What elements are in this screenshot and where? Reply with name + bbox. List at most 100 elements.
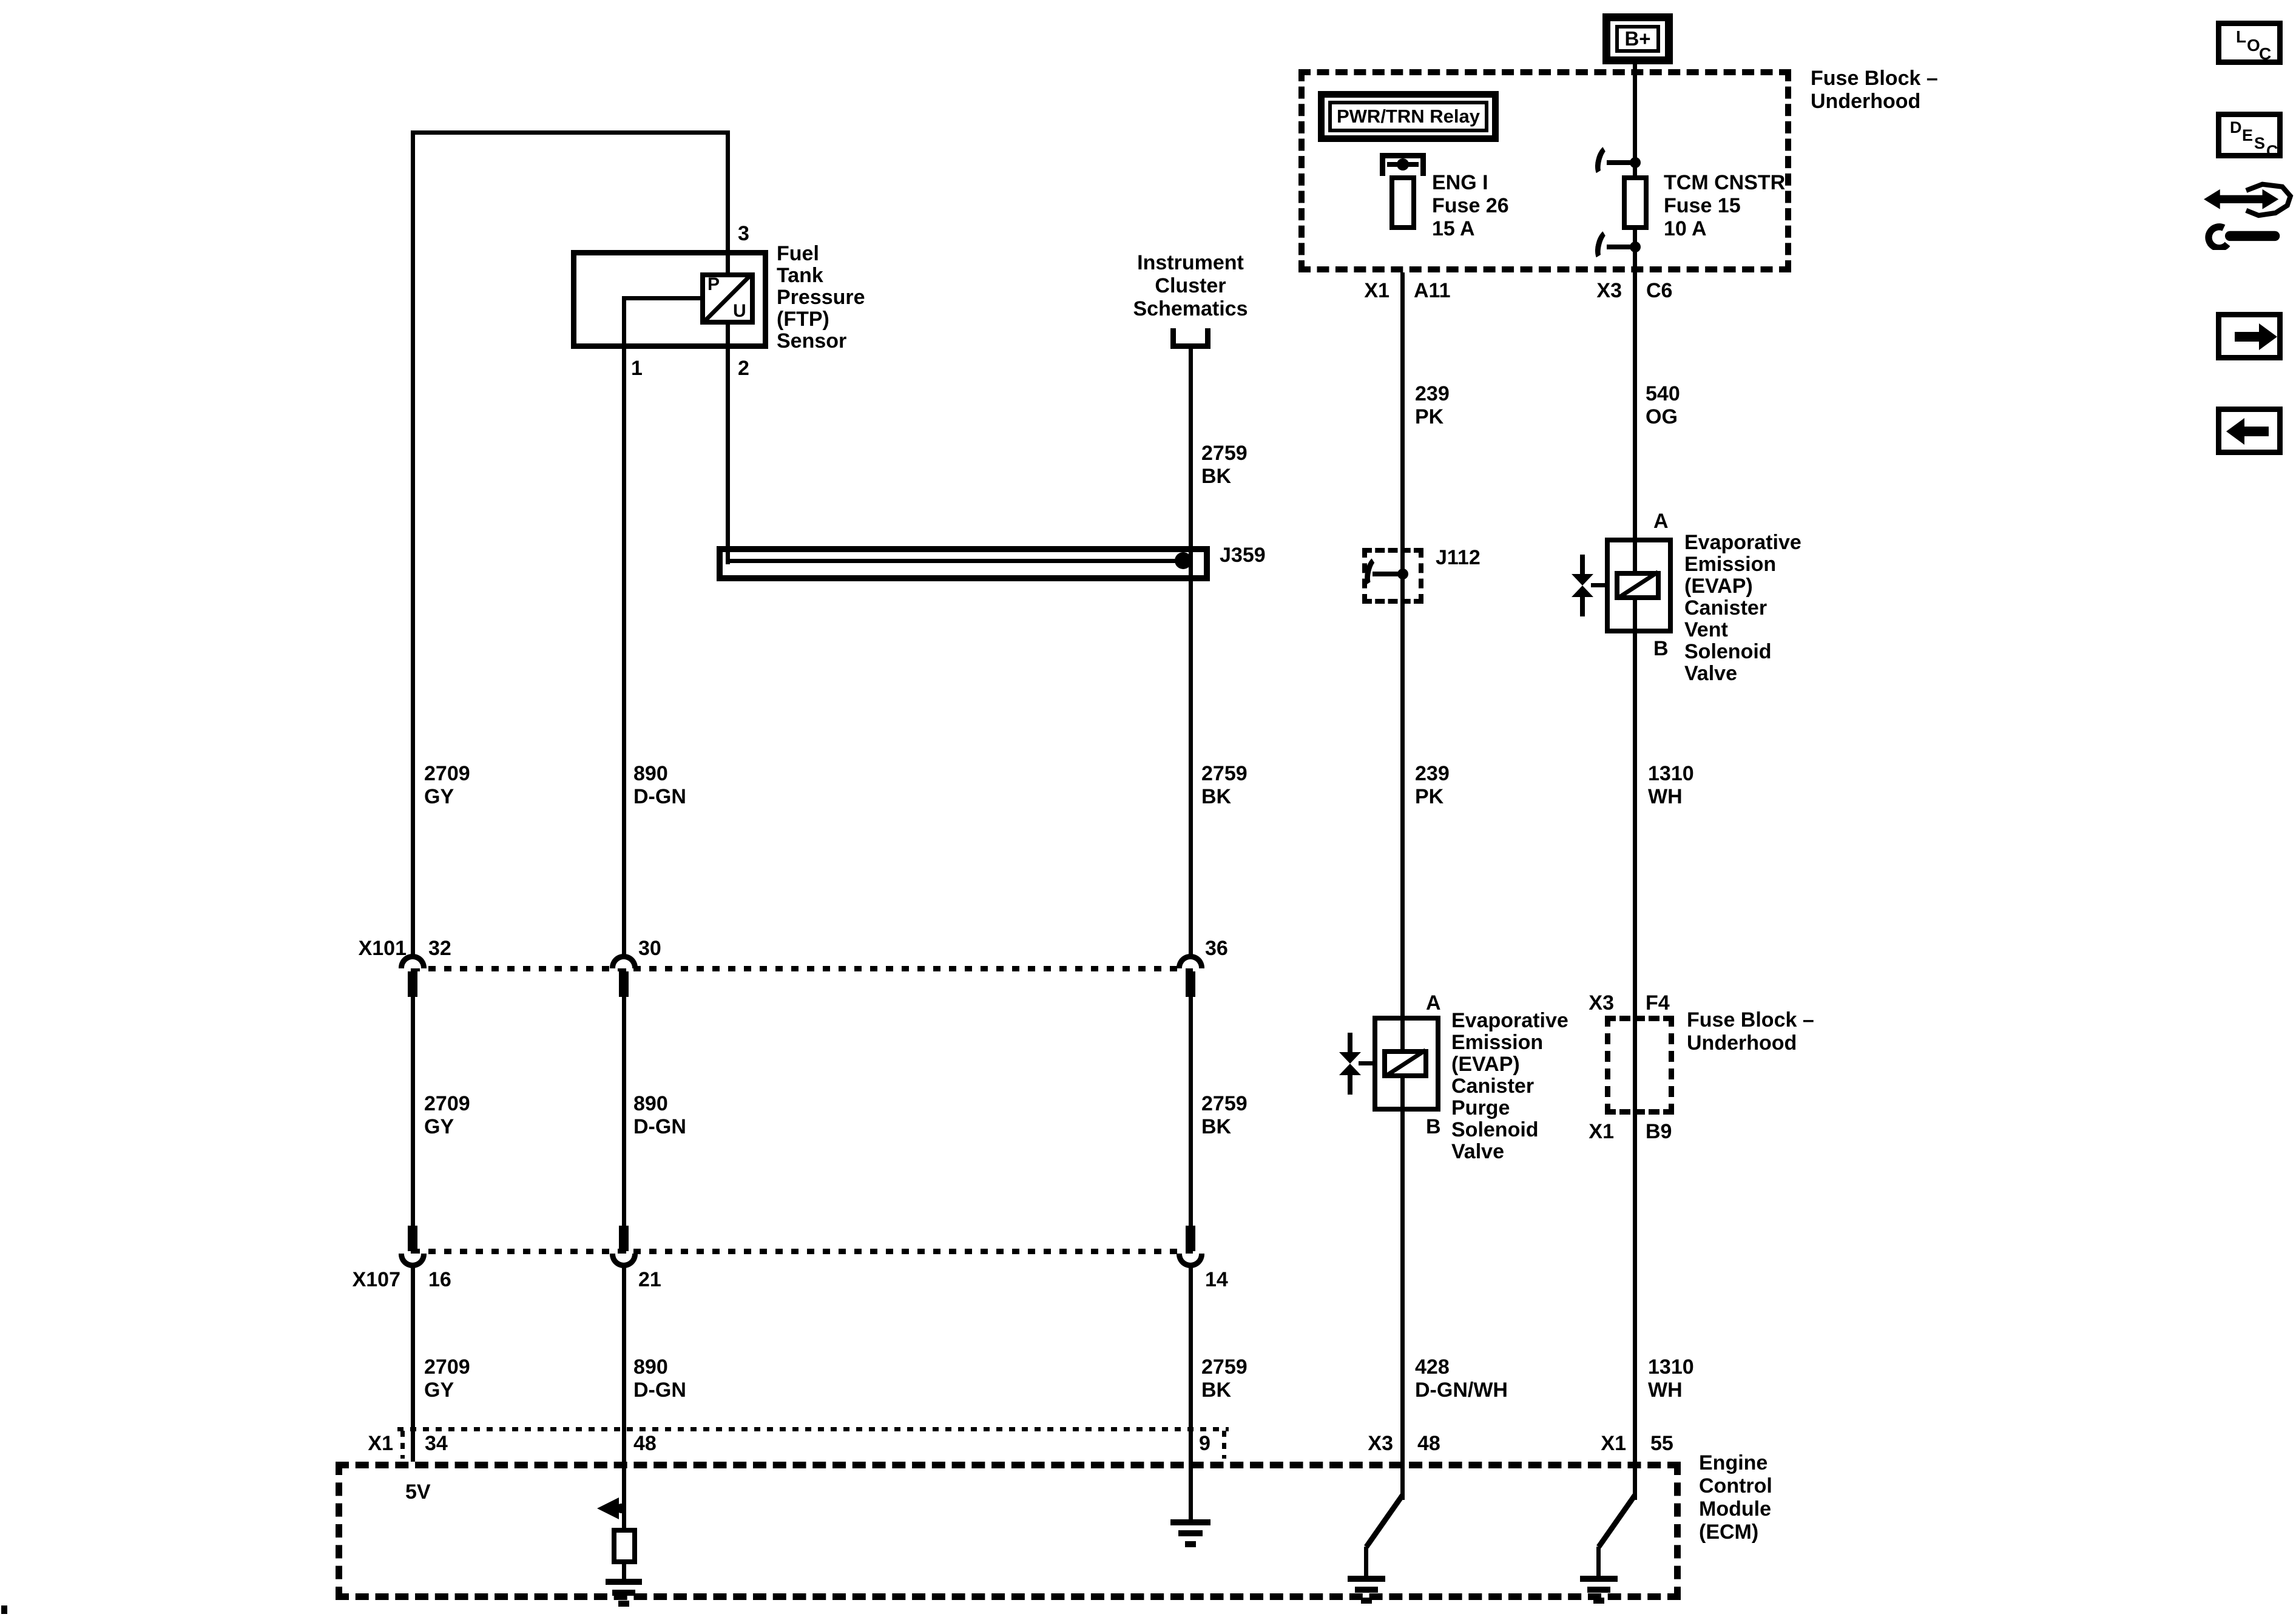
loc-letter: L [2236,27,2247,46]
purge-valve-box [1373,1016,1440,1112]
tools-hand-icon [2204,181,2294,252]
eng-i-fuse-label: ENG I Fuse 26 15 A [1432,171,1509,240]
fuse-block-top-title: Fuse Block – Underhood [1811,67,1938,113]
purge-valve-symbol [1339,1052,1361,1064]
vent-valve-pin-a: A [1653,510,1669,533]
desc-button[interactable]: D E S C [2216,112,2283,160]
ground-symbol [1587,1587,1610,1593]
ecm-signal-arrow [597,1497,619,1519]
loc-button[interactable]: L O C [2216,21,2283,65]
ecm-5v-reference: 5V [405,1480,431,1504]
pin-c6: C6 [1646,279,1673,302]
tools-hand-button[interactable] [2203,180,2296,252]
wire-j359-inner [726,559,1193,563]
wire-890-dgn [622,298,626,1531]
ftp-symbol-p: P [707,274,720,294]
ecm-signal-arrow-dot [616,1504,626,1513]
x107-stub [1186,1226,1195,1251]
x107-connector-line [413,1249,1195,1254]
ground-symbol [1361,1598,1372,1604]
vent-valve-stub [1580,596,1585,616]
relay-terminal-dot [1397,158,1409,170]
wire-label-1310-wh: 1310 WH [1648,762,1694,808]
desc-letter: S [2254,134,2266,152]
ecm-pin-x1: X1 [368,1432,393,1455]
back-button[interactable] [2216,407,2283,455]
tcm-clip-bar [1607,160,1638,165]
j112-bar [1373,572,1405,576]
ecm-resistor-lead [622,1564,626,1579]
next-button[interactable] [2216,312,2283,360]
wire-ftp-pin2 [726,323,730,564]
pin-a11: A11 [1414,279,1451,302]
ground-symbol [1593,1598,1604,1604]
j359-splice-dot [1175,552,1192,569]
ecm-pin-55: 55 [1650,1432,1673,1455]
x101-stub [619,971,629,997]
ftp-sensor-box [571,250,768,349]
wire-2759-bk [1189,347,1193,1519]
x101-pin-30: 30 [638,937,661,960]
wire-239-pk [1400,272,1405,1500]
purge-valve-stub [1348,1075,1352,1095]
wire-label-239-pk: 239 PK [1415,382,1450,428]
ecm-pin-x3-right: X3 [1368,1432,1393,1455]
tcm-cnstr-fuse-label: TCM CNSTR Fuse 15 10 A [1664,171,1786,240]
fb-mid-pin-b9: B9 [1646,1120,1672,1143]
fb-mid-pin-f4: F4 [1646,991,1670,1014]
eng-i-fuse [1389,175,1416,230]
x101-stub [408,971,417,997]
purge-valve-stub [1348,1033,1352,1053]
fb-mid-pin-x3: X3 [1589,991,1614,1014]
ecm-connector-tick [1222,1431,1226,1459]
vent-valve-stub [1580,555,1585,575]
x107-stub [408,1226,417,1251]
vent-valve-stub [1591,583,1605,587]
wire-label-239-pk: 239 PK [1415,762,1450,808]
j112-box [1362,548,1423,604]
ecm-resistor [612,1528,637,1564]
ground-symbol [1170,1519,1210,1525]
purge-valve-stub [1359,1061,1373,1065]
wire-label-2759-bk: 2759 BK [1201,1092,1248,1138]
wire-ftp-pin3 [726,130,730,278]
x101-name: X101 [358,937,407,960]
ecm-driver-lead [1364,1547,1368,1576]
x107-pin-16: 16 [428,1268,451,1291]
ground-symbol [612,1590,635,1596]
x101-pin-36: 36 [1205,937,1228,960]
ftp-pin-3: 3 [738,222,749,245]
fb-mid-pin-x1: X1 [1589,1120,1614,1143]
pwr-trn-relay-label: PWR/TRN Relay [1337,106,1480,127]
x107-terminal [610,1254,638,1268]
ecm-pin-48-right: 48 [1417,1432,1440,1455]
purge-valve-symbol [1339,1064,1361,1075]
ecm-box [336,1462,1681,1600]
fb-mid-title: Fuse Block – Underhood [1687,1008,1814,1055]
b-plus-terminal: B+ [1602,13,1673,64]
wire-2709-gy [411,130,415,1462]
x101-terminal [610,954,638,968]
tcm-clip-bar [1607,245,1638,249]
ftp-pin-2: 2 [738,357,749,380]
relay-terminal-bracket-leg [1420,153,1426,176]
x107-terminal [399,1254,427,1268]
ecm-pin-9: 9 [1199,1432,1210,1455]
wire-label-2709-gy: 2709 GY [424,1092,470,1138]
ground-symbol [1355,1587,1378,1593]
x101-stub [1186,971,1195,997]
j359-label: J359 [1220,544,1266,567]
relay-terminal-bracket [1380,153,1426,158]
relay-terminal-bracket-leg [1380,153,1385,176]
purge-valve-pin-a: A [1426,991,1441,1014]
wire-label-2759-bk: 2759 BK [1201,1355,1248,1402]
instrument-cluster-reference[interactable]: Instrument Cluster Schematics [1133,251,1248,320]
ecm-pin-x1-right: X1 [1601,1432,1626,1455]
purge-valve-pin-b: B [1426,1115,1441,1138]
wire-top-run [411,130,730,135]
tcm-cnstr-fuse [1622,175,1649,230]
wire-label-2709-gy: 2709 GY [424,1355,470,1402]
wire-label-890-dgn: 890 D-GN [633,762,686,808]
ground-symbol [1185,1541,1196,1547]
